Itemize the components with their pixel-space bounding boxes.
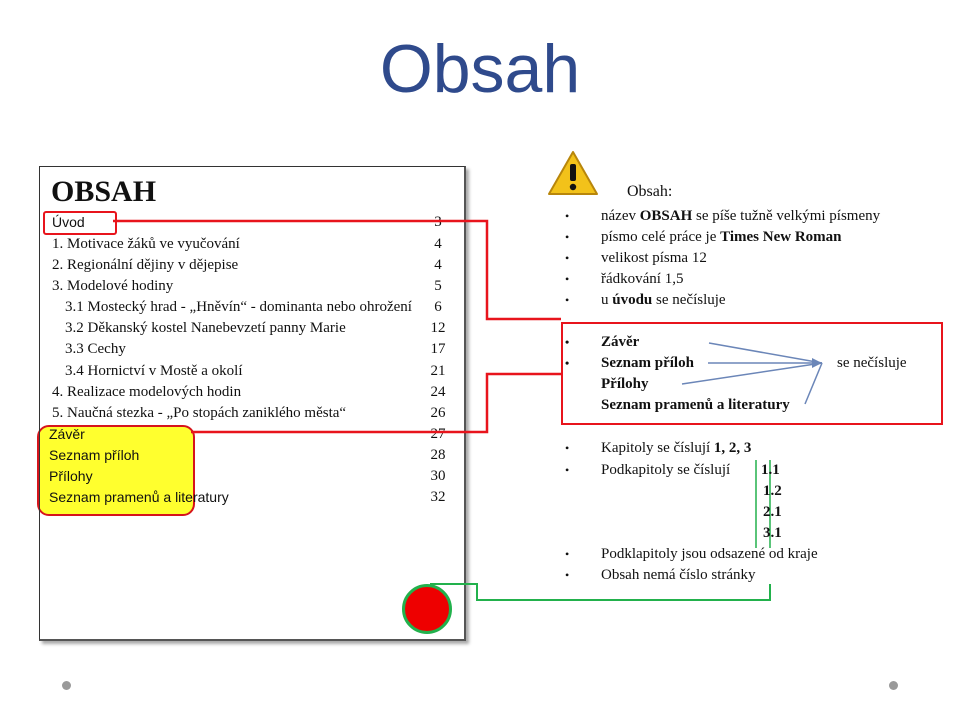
- uvod-highlight-box: [43, 211, 117, 235]
- rule-intro: u úvodu se nečísluje: [565, 292, 725, 309]
- toc-row-page: 32: [430, 489, 446, 505]
- toc-row: 3.3 Cechy 17: [40, 341, 464, 361]
- unnumbered-prameny: Seznam pramenů a literatury: [601, 397, 790, 413]
- toc-row: 2. Regionální dějiny v dějepise 4: [40, 257, 464, 277]
- toc-row-page: 24: [430, 384, 446, 400]
- notes-title: Obsah:: [627, 183, 673, 200]
- toc-row: 3.2 Děkanský kostel Nanebevzetí panny Ma…: [40, 320, 464, 340]
- toc-row-label: Seznam pramenů a literatury: [49, 489, 229, 505]
- slide-title: Obsah: [379, 31, 581, 107]
- toc-row: 3.1 Mostecký hrad - „Hněvín“ - dominanta…: [40, 299, 464, 319]
- toc-row-label: Seznam příloh: [49, 447, 140, 463]
- toc-row-label: 3. Modelové hodiny: [52, 278, 174, 294]
- rule-size: velikost písma 12: [565, 250, 707, 267]
- toc-row: Seznam pramenů a literatury 32: [40, 489, 464, 509]
- uvod-connector: [113, 219, 561, 321]
- arrow-line-4: [804, 362, 823, 405]
- toc-row-label: 1. Motivace žáků ve vyučování: [52, 236, 240, 252]
- toc-row: 3. Modelové hodiny 5: [40, 278, 464, 298]
- toc-row-page: 26: [430, 405, 446, 421]
- toc-row-label: 3.3 Cechy: [65, 341, 126, 357]
- toc-row-page: 27: [430, 426, 446, 442]
- dot-left: [62, 681, 71, 690]
- toc-row-page: 21: [430, 363, 446, 379]
- warning-icon: [548, 151, 598, 195]
- rule-indent: Podklapitoly jsou odsazené od kraje: [565, 546, 818, 563]
- toc-row-page: 4: [434, 257, 442, 273]
- unnumbered-prilohy: Přílohy: [601, 376, 649, 392]
- toc-row: 1. Motivace žáků ve vyučování 4: [40, 236, 464, 256]
- toc-row-page: 17: [430, 341, 446, 357]
- toc-row: 3.4 Hornictví v Mostě a okolí 21: [40, 363, 464, 383]
- no-page-connector: [430, 583, 771, 601]
- toc-row-page: 6: [434, 299, 442, 315]
- toc-row: 4. Realizace modelových hodin 24: [40, 384, 464, 404]
- dot-right: [889, 681, 898, 690]
- toc-row-label: Úvod: [52, 214, 85, 230]
- toc-row: Seznam příloh 28: [40, 447, 464, 467]
- unnumbered-zaver: Závěr: [565, 334, 640, 351]
- toc-row-label: 2. Regionální dějiny v dějepise: [52, 257, 239, 273]
- toc-row-page: 28: [430, 447, 446, 463]
- rule-subchapters: Podkapitoly se číslují: [565, 462, 730, 479]
- sub-number-3: 2.1: [763, 504, 782, 520]
- toc-row-page: 4: [434, 236, 442, 252]
- toc-row-label: Závěr: [49, 426, 85, 442]
- toc-row-label: 4. Realizace modelových hodin: [52, 384, 242, 400]
- rule-no-page: Obsah nemá číslo stránky: [565, 567, 755, 584]
- toc-heading: OBSAH: [51, 175, 157, 208]
- unnumbered-connector: [191, 372, 561, 434]
- toc-row-label: 5. Naučná stezka - „Po stopách zaniklého…: [52, 405, 347, 421]
- arrow-line-2: [708, 342, 823, 364]
- toc-row-label: 3.4 Hornictví v Mostě a okolí: [65, 363, 243, 379]
- rule-font: písmo celé práce je Times New Roman: [565, 229, 841, 246]
- rule-spacing: řádkování 1,5: [565, 271, 684, 288]
- toc-row: Přílohy 30: [40, 468, 464, 488]
- toc-row: 5. Naučná stezka - „Po stopách zaniklého…: [40, 405, 464, 425]
- rule-heading: název OBSAH se píše tužně velkými písmen…: [565, 208, 880, 225]
- unnumbered-box: [561, 322, 943, 425]
- arrow-head: [812, 358, 822, 368]
- sub-number-4: 3.1: [763, 525, 782, 541]
- toc-row-page: 30: [430, 468, 446, 484]
- rule-chapters: Kapitoly se číslují 1, 2, 3: [565, 440, 752, 457]
- toc-row-label: 3.2 Děkanský kostel Nanebevzetí panny Ma…: [65, 320, 346, 336]
- unnumbered-highlight: [37, 425, 195, 516]
- arrow-line-3: [681, 362, 823, 385]
- sub-number-2: 1.2: [763, 483, 782, 499]
- toc-row-page: 5: [434, 278, 442, 294]
- toc-row-label: 3.1 Mostecký hrad - „Hněvín“ - dominanta…: [65, 299, 412, 315]
- toc-row-label: Přílohy: [49, 468, 93, 484]
- page-number-marker: [402, 584, 452, 634]
- toc-row-page: 12: [430, 320, 446, 336]
- unnumbered-seznam-priloh: Seznam příloh: [565, 355, 694, 372]
- sub-number-1: 1.1: [761, 462, 780, 478]
- toc-row: Závěr 27: [40, 426, 464, 446]
- unnumbered-note: se nečísluje: [837, 355, 907, 371]
